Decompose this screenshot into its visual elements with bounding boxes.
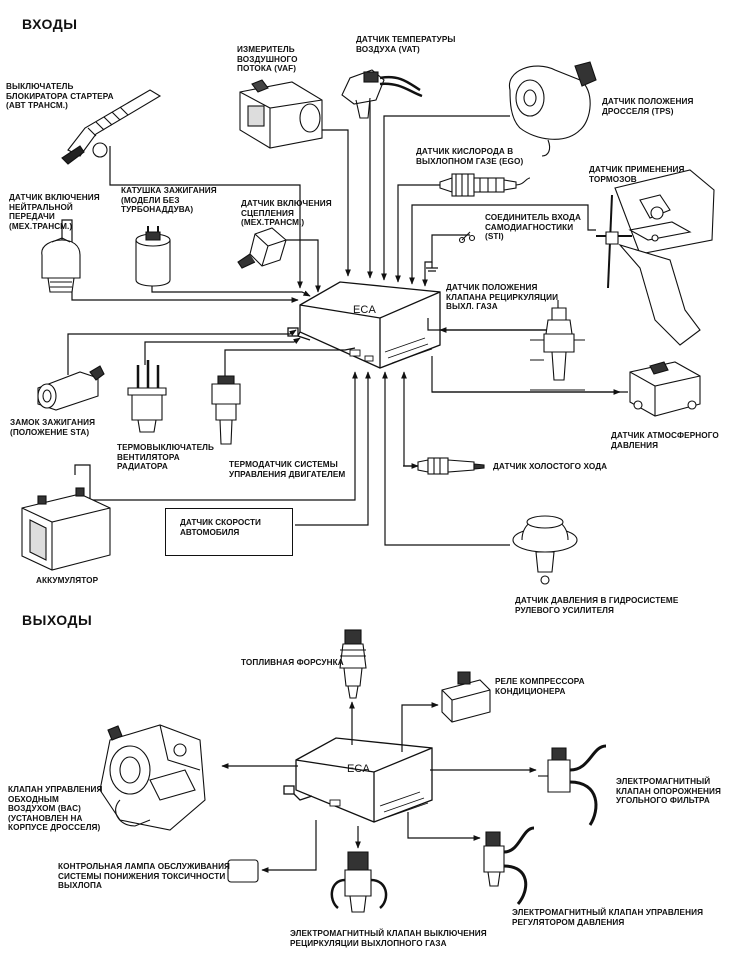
- vat-sensor-icon: [341, 69, 423, 119]
- sti-connector-icon: [458, 231, 476, 244]
- neutral-sensor-icon: [41, 237, 81, 293]
- label-ps-pressure: ДАТЧИК ДАВЛЕНИЯ В ГИДРОСИСТЕМЕ РУЛЕВОГО …: [515, 596, 679, 615]
- ps-pressure-sensor-icon: [512, 515, 578, 585]
- ecu-inputs-label: ECA: [353, 304, 376, 316]
- ac-relay-icon: [441, 671, 491, 723]
- egr-shutoff-solenoid-icon: [330, 851, 388, 913]
- label-coil: КАТУШКА ЗАЖИГАНИЯ (МОДЕЛИ БЕЗ ТУРБОНАДДУ…: [121, 186, 217, 215]
- label-ect: ТЕРМОДАТЧИК СИСТЕМЫ УПРАВЛЕНИЯ ДВИГАТЕЛЕ…: [229, 460, 346, 479]
- section-inputs-title: ВХОДЫ: [22, 16, 78, 32]
- fan-switch-icon: [127, 360, 167, 433]
- label-regulator: ЭЛЕКТРОМАГНИТНЫЙ КЛАПАН УПРАВЛЕНИЯ РЕГУЛ…: [512, 908, 704, 927]
- ecu-outputs: [283, 737, 433, 823]
- label-clutch: ДАТЧИК ВКЛЮЧЕНИЯ СЦЕПЛЕНИЯ (МЕХ.ТРАНСМ.): [241, 199, 332, 228]
- label-ac-relay: РЕЛЕ КОМПРЕССОРА КОНДИЦИОНЕРА: [495, 677, 585, 696]
- battery-icon: [21, 487, 111, 571]
- label-neutral: ДАТЧИК ВКЛЮЧЕНИЯ НЕЙТРАЛЬНОЙ ПЕРЕДАЧИ (М…: [9, 193, 100, 231]
- label-bac: КЛАПАН УПРАВЛЕНИЯ ОБХОДНЫМ ВОЗДУХОМ (ВАС…: [8, 785, 103, 833]
- ect-sensor-icon: [211, 375, 241, 445]
- ecu-outputs-label: ECA: [347, 763, 370, 775]
- ignition-switch-icon: [37, 365, 105, 411]
- idle-sensor-icon: [417, 457, 485, 475]
- output-wires: [221, 701, 537, 873]
- label-fan-switch: ТЕРМОВЫКЛЮЧАТЕЛЬ ВЕНТИЛЯТОРА РАДИАТОРА: [117, 443, 214, 472]
- ecu-inputs: [287, 281, 441, 369]
- label-baro: ДАТЧИК АТМОСФЕРНОГО ДАВЛЕНИЯ: [611, 431, 719, 450]
- label-lamp: КОНТРОЛЬНАЯ ЛАМПА ОБСЛУЖИВАНИЯ СИСТЕМЫ П…: [58, 862, 231, 891]
- label-ego: ДАТЧИК КИСЛОРОДА В ВЫХЛОПНОМ ГАЗЕ (EGO): [416, 147, 524, 166]
- brake-pedal-icon: [596, 169, 715, 346]
- label-starter-switch: ВЫКЛЮЧАТЕЛЬ БЛОКИРАТОРА СТАРТЕРА (АВТ ТР…: [6, 82, 114, 111]
- fuel-injector-icon: [339, 629, 367, 699]
- bac-valve-icon: [99, 724, 206, 831]
- emission-lamp-icon: [227, 859, 259, 883]
- label-injector: ТОПЛИВНАЯ ФОРСУНКА: [241, 658, 344, 667]
- label-tps: ДАТЧИК ПОЛОЖЕНИЯ ДРОССЕЛЯ (TPS): [602, 97, 694, 116]
- speed-sensor-box: ДАТЧИК СКОРОСТИ АВТОМОБИЛЯ: [165, 508, 293, 556]
- label-ignition: ЗАМОК ЗАЖИГАНИЯ (ПОЛОЖЕНИЕ STA): [10, 418, 96, 437]
- label-vat: ДАТЧИК ТЕМПЕРАТУРЫ ВОЗДУХА (VAT): [356, 35, 456, 54]
- egr-position-sensor-icon: [530, 300, 585, 391]
- clutch-switch-icon: [237, 227, 287, 269]
- ego-sensor-icon: [439, 173, 531, 197]
- label-battery: АККУМУЛЯТОР: [36, 576, 99, 585]
- label-egr-position: ДАТЧИК ПОЛОЖЕНИЯ КЛАПАНА РЕЦИРКУЛЯЦИИ ВЫ…: [446, 283, 559, 312]
- label-brake: ДАТЧИК ПРИМЕНЕНИЯ ТОРМОЗОВ: [589, 165, 685, 184]
- canister-purge-solenoid-icon: [538, 744, 607, 826]
- pressure-regulator-solenoid-icon: [483, 826, 535, 905]
- ignition-coil-icon: [135, 226, 171, 287]
- vaf-sensor-icon: [239, 79, 323, 149]
- section-outputs-title: ВЫХОДЫ: [22, 612, 93, 628]
- label-idle: ДАТЧИК ХОЛОСТОГО ХОДА: [493, 462, 608, 471]
- label-vaf: ИЗМЕРИТЕЛЬ ВОЗДУШНОГО ПОТОКА (VAF): [237, 45, 298, 74]
- label-canister: ЭЛЕКТРОМАГНИТНЫЙ КЛАПАН ОПОРОЖНЕНИЯ УГОЛ…: [616, 777, 722, 806]
- tps-sensor-icon: [509, 61, 597, 157]
- label-egr-shutoff: ЭЛЕКТРОМАГНИТНЫЙ КЛАПАН ВЫКЛЮЧЕНИЯ РЕЦИР…: [290, 929, 487, 948]
- label-sti: СОЕДИНИТЕЛЬ ВХОДА САМОДИАГНОСТИКИ (STI): [485, 213, 581, 242]
- baro-sensor-icon: [629, 361, 701, 417]
- starter-switch-icon: [61, 89, 162, 165]
- label-speed: ДАТЧИК СКОРОСТИ АВТОМОБИЛЯ: [180, 518, 261, 537]
